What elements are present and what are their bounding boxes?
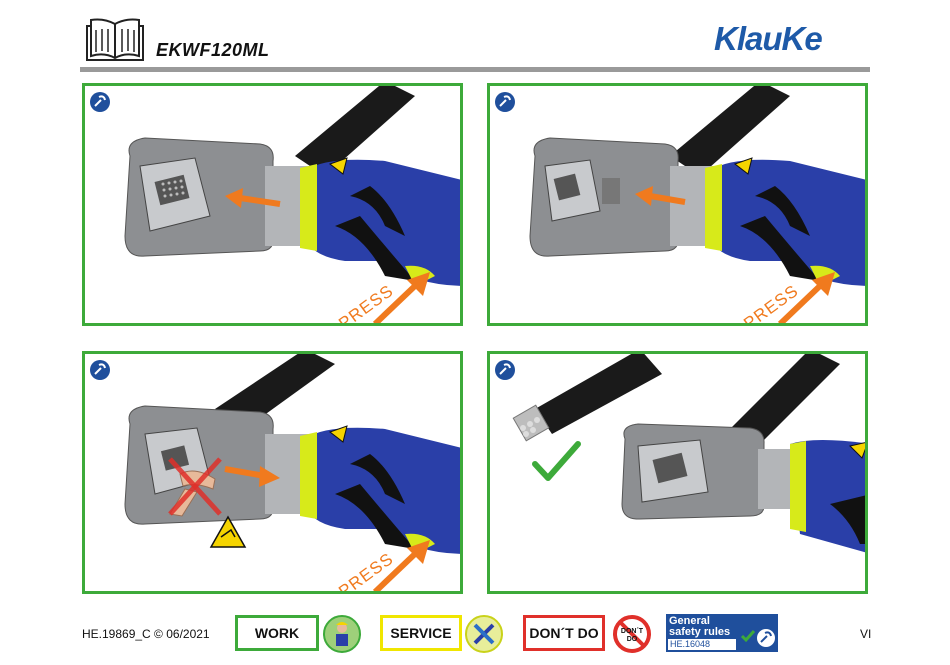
no-entry-icon: DON´T DO — [613, 615, 651, 653]
service-wrench-icon — [90, 92, 110, 112]
no-entry-text-2: DO — [627, 636, 638, 643]
header-divider — [80, 67, 870, 72]
tools-icon — [465, 615, 503, 653]
no-entry-text: DON´T — [621, 628, 644, 635]
cable — [512, 354, 662, 442]
step-panel-3: PRESS — [82, 351, 463, 594]
service-wrench-icon — [90, 360, 110, 380]
press-arrow — [777, 272, 835, 323]
step-panel-1: PRESS — [82, 83, 463, 326]
brand-logo: KlauKe — [714, 20, 823, 57]
service-wrench-icon — [495, 92, 515, 112]
worker-icon — [323, 615, 361, 653]
gsr-code: HE.16048 — [668, 639, 736, 650]
service-wrench-icon — [757, 629, 775, 647]
dont-do-badge: DON´T DO — [523, 615, 605, 651]
arrow-orange — [224, 466, 280, 487]
pinch-hazard-icon — [209, 515, 247, 548]
page-number: VI — [860, 627, 872, 641]
work-badge: WORK — [235, 615, 319, 651]
manual-book-icon — [86, 18, 144, 61]
press-arrow — [372, 272, 430, 323]
cable-and-tool-illustration — [512, 354, 865, 553]
check-icon — [532, 441, 581, 481]
check-icon — [740, 630, 756, 643]
step-panel-4 — [487, 351, 868, 594]
model-title: EKWF120ML — [156, 40, 270, 60]
crimping-tool-illustration — [124, 86, 460, 323]
service-wrench-icon — [495, 360, 515, 380]
general-safety-rules-badge: General safety rules HE.16048 — [666, 614, 778, 652]
document-code: HE.19869_C © 06/2021 — [82, 627, 210, 641]
gsr-title-line1: General — [669, 615, 710, 627]
cross-icon — [168, 457, 222, 516]
step-panel-2: PRESS — [487, 83, 868, 326]
service-badge: SERVICE — [380, 615, 462, 651]
arrow-orange — [225, 188, 281, 208]
press-arrow — [372, 540, 430, 591]
crimping-tool-illustration — [529, 86, 865, 323]
mesh-pattern — [161, 179, 185, 198]
arrow-orange — [635, 186, 686, 206]
crimping-tool-illustration — [124, 354, 460, 591]
gsr-title-line2: safety rules — [669, 626, 731, 638]
